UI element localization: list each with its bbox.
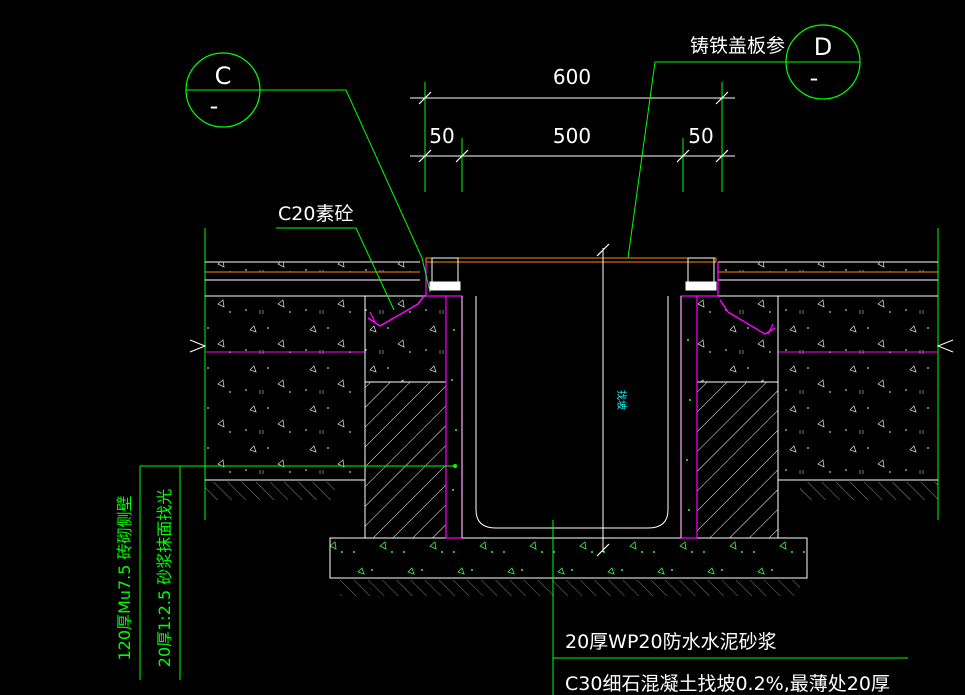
section-marker-c-letter: C: [215, 62, 232, 90]
channel-slope-label: 找坡: [615, 390, 628, 410]
floor-left: [189, 228, 420, 520]
lining-dots: [451, 329, 691, 511]
cast-iron-cover: [425, 257, 719, 297]
center-line: [596, 243, 610, 557]
dim-right: 50: [688, 124, 713, 148]
section-marker-d-letter: D: [814, 33, 832, 61]
c20-label: C20素砼: [278, 203, 353, 225]
cast-iron-cover-label: 铸铁盖板参: [690, 35, 785, 57]
bottom-leader: [552, 520, 908, 695]
section-marker-d-sub: -: [810, 64, 819, 92]
c20-slope-left: [367, 295, 425, 327]
section-marker-c-sub: -: [210, 92, 219, 120]
channel-inner: [475, 296, 669, 529]
floor-right: [718, 228, 954, 520]
channel-lining: [445, 295, 698, 539]
plaster-note-text: 20厚1:2.5 砂浆抹面找光: [155, 489, 174, 667]
wall-note-text: 120厚Mu7.5 砖砌侧壁: [115, 495, 134, 660]
right-brick-wall: [696, 295, 779, 539]
section-marker-c: [185, 52, 431, 293]
dim-left: 50: [429, 124, 454, 148]
dim-total: 600: [553, 65, 591, 89]
dimension-lines: [410, 82, 735, 192]
section-marker-d: [627, 24, 861, 259]
c20-leader: [276, 227, 395, 311]
left-brick-wall: [364, 295, 447, 539]
wall-notes-leader: [139, 464, 457, 680]
waterproof-mortar-label: 20厚WP20防水水泥砂浆: [565, 631, 777, 653]
base-slab: [329, 537, 808, 596]
c20-slope-right: [719, 299, 776, 335]
fine-stone-concrete-label: C30细石混凝土找坡0.2%,最薄处20厚: [565, 673, 890, 695]
dim-middle: 500: [553, 124, 591, 148]
